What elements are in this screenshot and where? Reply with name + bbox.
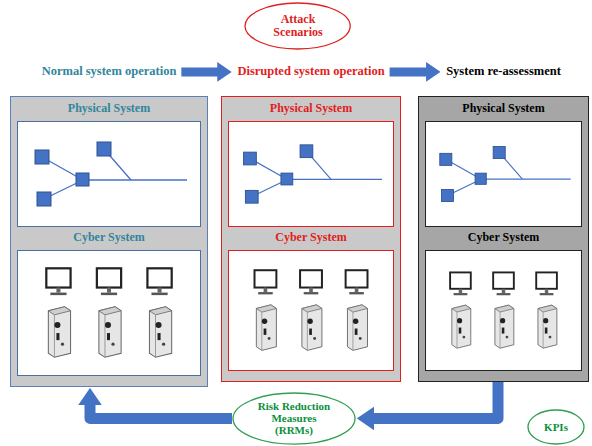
section-heading: Physical System xyxy=(419,102,588,115)
flow-arrow xyxy=(374,382,498,418)
oval-label: Risk Reduction Measures (RRMs) xyxy=(232,392,356,445)
computer-illustration xyxy=(229,251,393,370)
computers-symbol xyxy=(255,271,368,351)
power-network-illustration xyxy=(18,122,200,226)
computer-illustration xyxy=(426,251,581,370)
oval-text: KPIs xyxy=(544,421,568,433)
stage-heading: Disrupted system operation xyxy=(237,65,384,79)
network-symbol xyxy=(35,142,187,206)
computer-picture-box xyxy=(425,250,582,371)
oval-label: Attack Scenarios xyxy=(244,2,351,50)
panel-frame: Physical SystemCyber System xyxy=(10,96,208,387)
power-network-illustration xyxy=(426,122,581,226)
oval-text-box: KPIs xyxy=(527,409,585,445)
section-heading: Cyber System xyxy=(419,231,588,244)
computers-symbol xyxy=(450,273,557,349)
flow-arrow xyxy=(90,405,232,419)
section-heading: Physical System xyxy=(11,102,207,115)
section-heading: Cyber System xyxy=(11,231,207,244)
oval-text: Attack Scenarios xyxy=(262,13,334,39)
section-heading: Physical System xyxy=(222,102,400,115)
panel-frame: Physical SystemCyber System xyxy=(221,96,401,382)
panel-frame: Physical SystemCyber System xyxy=(418,96,589,382)
panel-header-row: Normal system operation xyxy=(0,61,220,79)
system-panel: Disrupted system operationPhysical Syste… xyxy=(221,58,401,382)
oval-shape xyxy=(528,410,584,444)
power-network-illustration xyxy=(229,122,393,226)
oval-label: KPIs xyxy=(527,409,585,445)
panel-header-row: System re-assessment xyxy=(406,61,592,79)
computer-picture-box xyxy=(17,250,201,376)
oval-text-box: Risk Reduction Measures (RRMs) xyxy=(232,392,356,445)
flow-arrow xyxy=(390,67,427,76)
stage-heading: Normal system operation xyxy=(42,65,177,79)
network-symbol xyxy=(440,147,571,202)
oval-text: Risk Reduction Measures (RRMs) xyxy=(252,400,336,436)
system-panel: Normal system operationPhysical SystemCy… xyxy=(10,58,208,387)
panel-header-row: Disrupted system operation xyxy=(209,61,413,79)
network-picture-box xyxy=(17,121,201,227)
flow-arrow xyxy=(181,67,218,76)
system-panel: System re-assessmentPhysical SystemCyber… xyxy=(418,58,589,382)
computer-picture-box xyxy=(228,250,394,371)
oval-text-box: Attack Scenarios xyxy=(244,2,351,50)
network-picture-box xyxy=(228,121,394,227)
oval-shape xyxy=(245,3,350,49)
oval-shape xyxy=(233,393,355,444)
section-heading: Cyber System xyxy=(222,231,400,244)
network-picture-box xyxy=(425,121,582,227)
computer-illustration xyxy=(18,251,200,375)
network-symbol xyxy=(244,145,382,203)
computers-symbol xyxy=(46,269,171,358)
stage-heading: System re-assessment xyxy=(446,65,561,79)
